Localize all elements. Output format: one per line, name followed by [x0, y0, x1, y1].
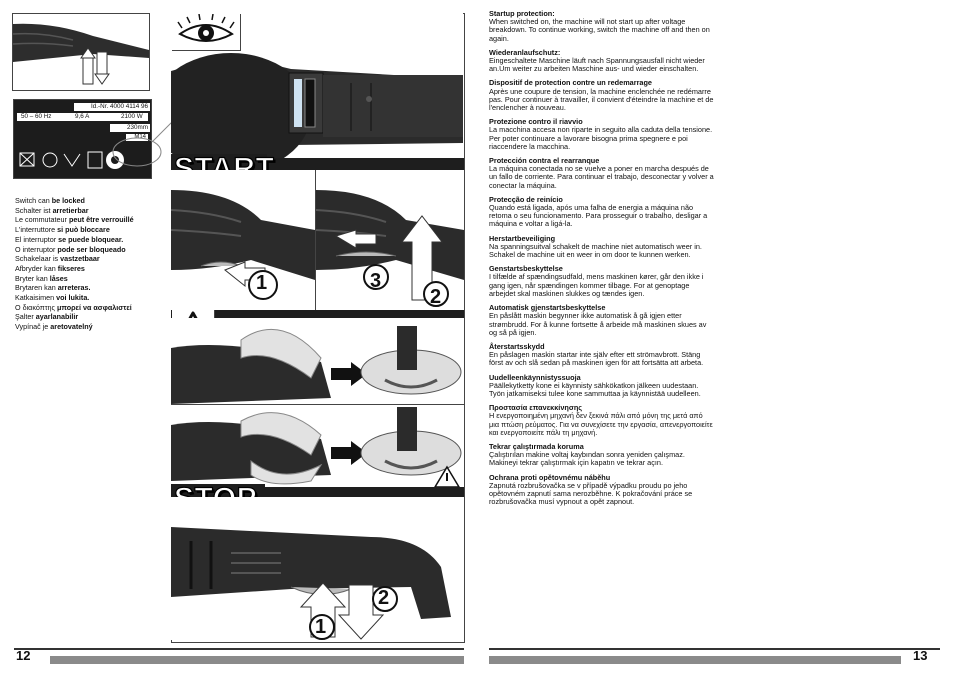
right-footer-bar — [489, 656, 901, 664]
left-page-number: 12 — [16, 648, 31, 663]
lock-line: Bryter kan låses — [15, 273, 68, 283]
section: Dispositif de protection contre un redem… — [489, 78, 714, 113]
lock-line: Şalter ayarlanabilir — [15, 312, 79, 322]
lock-line: L'interruttore si può bloccare — [15, 225, 110, 235]
restart-protection-text: Startup protection:When switched on, the… — [489, 9, 714, 512]
section: Startup protection:When switched on, the… — [489, 9, 710, 43]
rating-plate-row: 50 – 60 Hz 9,6 A 2100 W — [17, 113, 148, 121]
lock-line: Afbryder kan fikseres — [15, 263, 85, 273]
switch-lock-list: Switch can be locked Schalter ist arreti… — [15, 196, 165, 332]
callout-line — [112, 121, 172, 167]
step-number-2: 2 — [430, 286, 442, 308]
stop-band — [171, 487, 464, 497]
left-footer-bar — [50, 656, 464, 664]
step-number-1: 1 — [256, 272, 268, 294]
left-page-number-box — [14, 648, 52, 664]
stop-figure — [171, 497, 463, 640]
left-footer-line — [14, 648, 464, 650]
lock-line: Schalter ist arretierbar — [15, 205, 89, 215]
two-hand-grip-figure-1 — [171, 318, 464, 405]
two-hand-grip-figure-2 — [171, 405, 464, 489]
lock-line: Le commutateur peut être verrouillé — [15, 215, 134, 225]
right-footer-line — [489, 648, 940, 650]
rating-plate-power: 2100 W — [121, 113, 143, 120]
rating-plate-id: Id.-Nr. 4000 4114 96 — [74, 103, 150, 111]
handle-detail-figure — [12, 13, 150, 91]
rating-plate-disc-diameter: 230mm — [110, 124, 150, 132]
lock-line: Ο διακόπτης μπορεί να ασφαλιστεί — [15, 302, 132, 312]
lock-line: Vypínač je aretovatelný — [15, 322, 93, 332]
eye-icon — [172, 14, 241, 51]
lock-line: Switch can be locked — [15, 196, 85, 205]
warning-band — [171, 310, 464, 318]
rating-plate-frequency: 50 – 60 Hz — [21, 113, 52, 120]
rating-plate-current: 9,6 A — [75, 113, 90, 120]
certification-symbols — [18, 148, 128, 172]
machine-top-figure — [171, 13, 463, 159]
lock-line: Schakelaar is vastzetbaar — [15, 254, 100, 264]
lock-line: O interruptor pode ser bloqueado — [15, 244, 126, 254]
stop-step-number-2: 2 — [378, 587, 390, 609]
stop-step-number-1: 1 — [315, 616, 327, 638]
right-page-number: 13 — [913, 648, 928, 663]
lock-line: Katkaisimen voi lukita. — [15, 293, 90, 303]
start-step-23-figure — [316, 170, 464, 310]
step-number-3: 3 — [370, 270, 382, 292]
start-step-1-figure — [171, 170, 316, 310]
lock-line: Brytaren kan arreteras. — [15, 283, 91, 293]
section: Wiederanlaufschutz:Eingeschaltete Maschi… — [489, 47, 705, 74]
lock-line: El interruptor se puede bloquear. — [15, 234, 124, 244]
